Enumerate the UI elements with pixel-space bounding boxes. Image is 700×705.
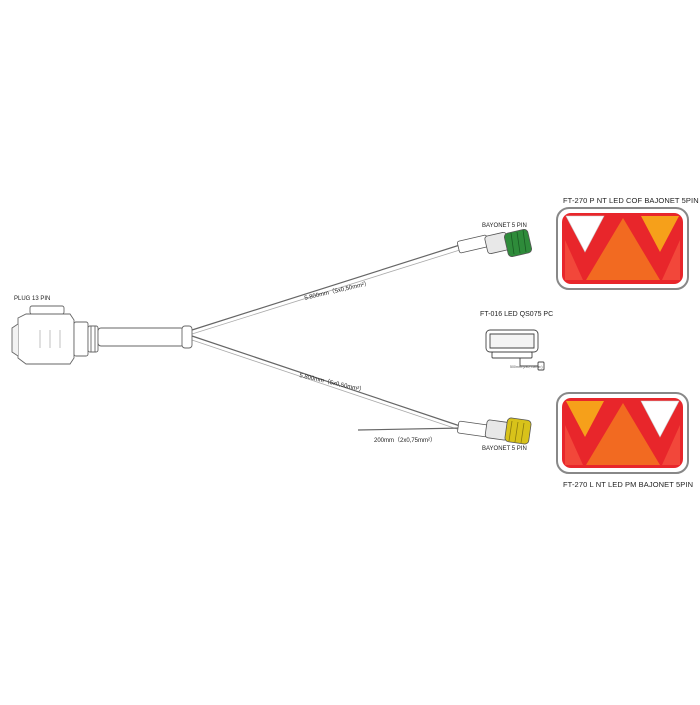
plug-grip	[87, 325, 99, 353]
tail-cable	[357, 427, 464, 431]
marker-lamp-lens	[489, 333, 535, 349]
plug-collar	[73, 321, 89, 357]
bayonet-top-ridges	[510, 229, 527, 255]
marker-lamp-plug	[537, 361, 545, 371]
lamp-right-label: FT-270 P NT LED COF BAJONET 5PIN	[563, 196, 699, 205]
marker-lamp-base	[491, 351, 533, 359]
bayonet-bottom-ridges	[508, 420, 525, 444]
bayonet-top-sleeve	[457, 234, 489, 254]
bayonet-bottom-label: BAYONET 5 PIN	[482, 446, 527, 452]
plug-pins	[39, 330, 61, 348]
cable-bottom	[191, 335, 464, 428]
lamp-right-left-corner	[565, 240, 583, 280]
plug-label: PLUG 13 PIN	[14, 296, 51, 302]
lamp-right-right-corner	[662, 240, 680, 280]
marker-lamp-cable	[519, 358, 540, 367]
lamp-right-amber-lens	[641, 216, 679, 252]
plug-sleeve	[97, 327, 185, 347]
lamp-right-center	[586, 218, 660, 280]
lamp-left-white-lens	[640, 400, 680, 438]
rear-lamp-right	[556, 207, 689, 290]
plug-body	[17, 313, 75, 365]
rear-lamp-left	[556, 392, 689, 474]
bayonet-top-label: BAYONET 5 PIN	[482, 223, 527, 229]
lamp-right-white-lens	[565, 215, 605, 253]
lamp-left-amber-lens	[566, 401, 604, 437]
cable-top	[191, 243, 464, 331]
plug-face	[11, 323, 19, 357]
plug-sleeve-end	[181, 325, 193, 349]
plug-13-pin	[11, 305, 193, 365]
cable-top-inner	[191, 248, 464, 335]
tail-cable-label: 200mm（2x0,75mm²）	[374, 438, 437, 444]
cables	[191, 243, 464, 432]
plug-ring	[29, 305, 65, 315]
marker-lamp	[485, 329, 545, 371]
lamp-left-label: FT-270 L NT LED PM BAJONET 5PIN	[563, 480, 694, 489]
cable-bottom-inner	[191, 339, 464, 432]
bayonet-connector-top	[457, 229, 532, 257]
lamp-left-center	[586, 403, 660, 465]
marker-cable-label: 500mm (2x0,75mm²)	[510, 365, 543, 369]
bayonet-bottom-sleeve	[457, 420, 489, 438]
plug-grip-ridges	[90, 326, 96, 352]
marker-lamp-label: FT-016 LED QS075 PC	[480, 311, 554, 318]
bayonet-bottom-cap	[504, 417, 532, 445]
bayonet-connector-bottom	[457, 417, 532, 445]
bayonet-top-cap	[504, 229, 532, 257]
lamp-left-left-corner	[565, 425, 583, 465]
lamp-left-right-corner	[662, 425, 680, 465]
